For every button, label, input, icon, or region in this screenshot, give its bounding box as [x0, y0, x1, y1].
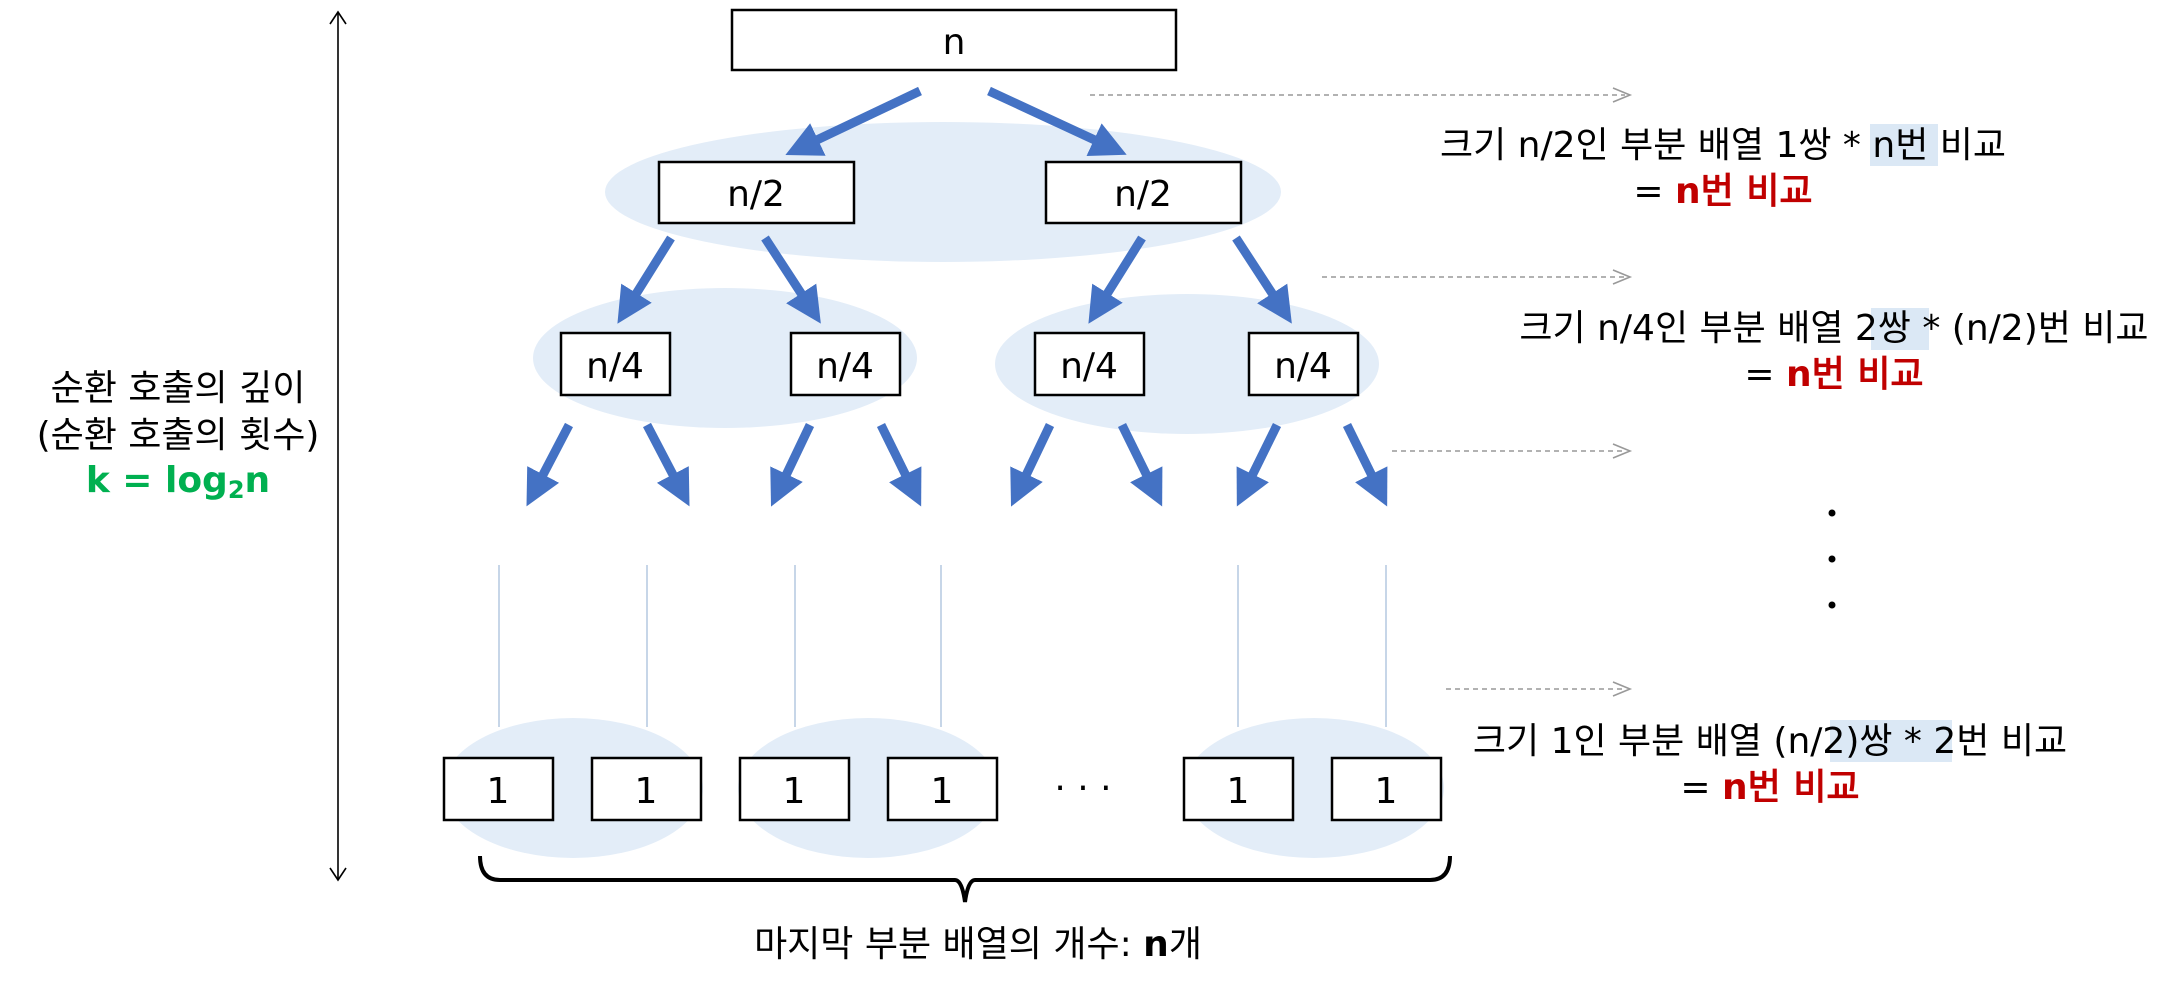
level3-desc: 크기 1인 부분 배열 (n/2)쌍 * 2번 비교: [1473, 721, 2067, 762]
leaf-node-6-label: 1: [1375, 771, 1398, 812]
arrow-root-left: [785, 86, 922, 156]
leaf-node-6: 1: [1330, 756, 1443, 822]
node-quarter-4-label: n/4: [1274, 346, 1332, 387]
leaf-ellipse-1: [443, 718, 703, 858]
leaf-node-2: 1: [590, 756, 703, 822]
node-root: n: [730, 8, 1178, 72]
arrow-q4-right: [1342, 423, 1388, 507]
node-half-left-label: n/2: [727, 174, 785, 215]
leaf-node-5-label: 1: [1227, 771, 1250, 812]
node-quarter-3-label: n/4: [1060, 346, 1118, 387]
guide-lines: [1090, 87, 1633, 697]
right-label-level1: 크기 n/2인 부분 배열 1쌍 * n번 비교 = n번 비교: [1440, 125, 2006, 212]
node-quarter-1-label: n/4: [586, 346, 644, 387]
level3-result: = n번 비교: [1680, 767, 1859, 808]
node-quarter-2-label: n/4: [816, 346, 874, 387]
highlight-level3: [1830, 720, 1952, 762]
leaf-node-1: 1: [442, 756, 555, 822]
arrow-q3-right: [1117, 423, 1163, 507]
level2-ellipse-right: [995, 294, 1379, 434]
level1-desc: 크기 n/2인 부분 배열 1쌍 * n번 비교: [1440, 125, 2006, 166]
leaf-node-1-label: 1: [487, 771, 510, 812]
node-quarter-3: n/4: [1033, 331, 1146, 397]
bottom-label: 마지막 부분 배열의 개수: n개: [754, 924, 1202, 965]
level1-ellipse: [605, 122, 1281, 262]
arrow-q1-right: [643, 422, 690, 507]
node-quarter-4: n/4: [1247, 331, 1360, 397]
arrow-half2-left: [1088, 235, 1146, 324]
right-label-level2: 크기 n/4인 부분 배열 2쌍 * (n/2)번 비교 = n번 비교: [1519, 308, 2148, 395]
arrow-q2-left: [770, 423, 815, 507]
leaf-node-3: 1: [738, 756, 851, 822]
node-quarter-1: n/4: [559, 331, 672, 397]
leaf-node-5: 1: [1182, 756, 1295, 822]
leaf-ellipse-2: [738, 718, 998, 858]
arrow-q4-left: [1236, 423, 1282, 507]
level1-result: = n번 비교: [1633, 171, 1812, 212]
left-label-line1: 순환 호출의 깊이: [51, 368, 306, 409]
depth-indicator: [329, 10, 347, 882]
leaf-ellipse-3: [1184, 718, 1444, 858]
level2-result: = n번 비교: [1744, 354, 1923, 395]
node-quarter-2: n/4: [789, 331, 902, 397]
leaf-node-2-label: 1: [635, 771, 658, 812]
arrow-root-right: [987, 86, 1127, 157]
arrow-half1-right: [761, 235, 821, 324]
left-label-line2: (순환 호출의 횟수): [37, 415, 320, 456]
right-label-level3: 크기 1인 부분 배열 (n/2)쌍 * 2번 비교 = n번 비교: [1473, 721, 2067, 808]
node-half-left: n/2: [657, 160, 856, 225]
highlight-level1: [1870, 124, 1938, 166]
arrow-q2-right: [876, 423, 922, 507]
arrow-q3-left: [1010, 423, 1055, 507]
vertical-ellipsis: [1828, 509, 1836, 609]
left-depth-label: 순환 호출의 깊이 (순환 호출의 횟수) k = log2n: [37, 368, 320, 504]
level-ellipses: [443, 122, 1444, 858]
highlight-level2: [1871, 308, 1929, 350]
leaf-node-3-label: 1: [783, 771, 806, 812]
bottom-brace: [478, 855, 1452, 903]
tree-arrows: [526, 86, 1388, 507]
leaf-node-4-label: 1: [931, 771, 954, 812]
arrow-q1-left: [526, 422, 573, 507]
level2-desc: 크기 n/4인 부분 배열 2쌍 * (n/2)번 비교: [1519, 308, 2148, 349]
arrow-half2-right: [1232, 235, 1292, 324]
left-label-formula: k = log2n: [86, 460, 270, 504]
leaf-gap-dots: · · ·: [1054, 768, 1111, 809]
node-half-right-label: n/2: [1114, 174, 1172, 215]
leaf-connector-lines: [498, 565, 1387, 727]
node-half-right: n/2: [1044, 160, 1243, 225]
leaf-node-4: 1: [886, 756, 999, 822]
arrow-half1-left: [617, 235, 675, 324]
node-root-label: n: [943, 22, 966, 63]
